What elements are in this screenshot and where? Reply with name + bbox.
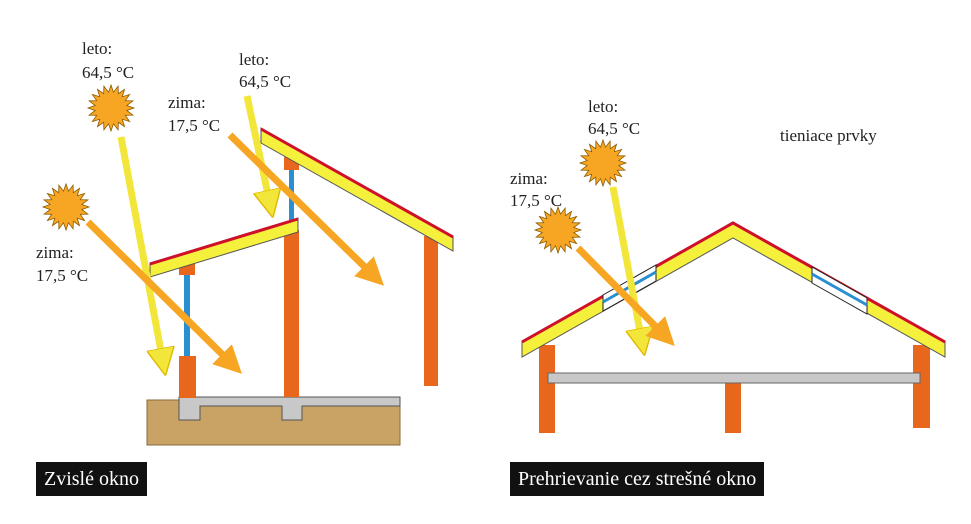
summer-ray-low	[117, 136, 163, 362]
sun-winter-icon	[533, 205, 583, 255]
post-right	[424, 236, 438, 386]
sun-summer-icon	[86, 83, 136, 133]
sun-summer-icon	[578, 138, 628, 188]
summer-label: leto:	[82, 39, 112, 58]
winter-ray-high	[227, 132, 385, 286]
summer-temp: 64,5 °C	[588, 119, 640, 138]
summer-label-high: leto:	[239, 50, 269, 69]
gable-roofing	[521, 221, 946, 344]
sun-winter-icon	[41, 182, 91, 232]
post-middle	[725, 380, 741, 433]
post-middle	[284, 230, 299, 397]
post-left-sill	[179, 356, 196, 398]
summer-temp-high: 64,5 °C	[239, 72, 291, 91]
post-left-head	[179, 264, 195, 275]
summer-temp: 64,5 °C	[82, 63, 134, 82]
winter-temp: 17,5 °C	[510, 191, 562, 210]
winter-label-high: zima:	[168, 93, 206, 112]
roof-window-right-glass	[811, 272, 868, 307]
summer-label: leto:	[588, 97, 618, 116]
gable-roof	[521, 221, 946, 358]
shading-elements-label: tieniace prvky	[780, 126, 877, 145]
winter-ray	[575, 245, 675, 346]
winter-ray-low	[85, 219, 242, 374]
winter-temp-high: 17,5 °C	[168, 116, 220, 135]
winter-temp: 17,5 °C	[36, 266, 88, 285]
caption-vertical-window: Zvislé okno	[36, 462, 147, 496]
winter-label: zima:	[510, 169, 548, 188]
floor-slab	[178, 396, 401, 421]
summer-ray	[609, 186, 642, 342]
upper-roofing	[260, 127, 454, 239]
winter-label: zima:	[36, 243, 74, 262]
ceiling-beam	[547, 372, 921, 384]
caption-roof-window: Prehrievanie cez strešné okno	[510, 462, 765, 496]
post-right	[913, 345, 930, 428]
left-panel-vertical-window: leto: 64,5 °C zima: 17,5 °C leto: 64,5 °…	[36, 39, 454, 446]
lower-roofing	[149, 217, 299, 266]
right-panel-roof-window: leto: 64,5 °C zima: 17,5 °C tieniace prv…	[510, 97, 946, 433]
summer-ray-high	[243, 95, 270, 204]
post-left	[539, 345, 555, 433]
